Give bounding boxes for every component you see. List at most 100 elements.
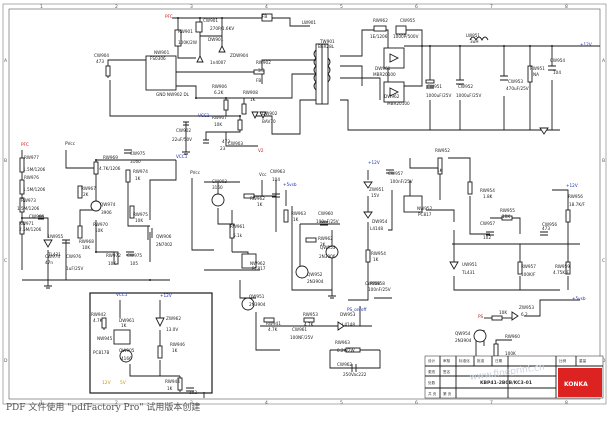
component-label: RW975 bbox=[133, 212, 148, 217]
border-column-number: 2 bbox=[115, 400, 118, 406]
component-label: CW953 bbox=[508, 79, 523, 84]
component-label: RW941 bbox=[266, 321, 281, 326]
component-label: 4.7K bbox=[268, 327, 278, 332]
component-label: DW961 bbox=[119, 318, 135, 323]
title-block-cell: 处数 bbox=[428, 380, 436, 385]
title-block-cell: 审核 bbox=[443, 358, 451, 363]
component-label: RW901 bbox=[178, 29, 193, 34]
component-label: VCC1 bbox=[116, 292, 128, 297]
title-block-cell: 更改 bbox=[428, 369, 436, 374]
component-label: NW901 bbox=[154, 50, 170, 55]
component-label: FB bbox=[256, 78, 261, 83]
component-label: 2N7002 bbox=[156, 242, 173, 247]
component-label: CW975 bbox=[127, 253, 142, 258]
component-label: CW966 bbox=[29, 214, 44, 219]
component-label: RW969 bbox=[103, 155, 118, 160]
component-label: RW963 bbox=[335, 340, 350, 345]
border-column-number: 8 bbox=[565, 4, 568, 10]
component-label: 470uF/25V bbox=[506, 86, 529, 91]
component-label: RW951 bbox=[530, 66, 545, 71]
component-label: RW962 bbox=[250, 196, 265, 201]
component-label: 4.7K bbox=[93, 318, 103, 323]
component-label: CW904 bbox=[94, 53, 109, 58]
component-label: PVcc bbox=[190, 170, 201, 175]
title-block-cell: 比例 bbox=[559, 358, 567, 363]
component-label: FS0306 bbox=[150, 56, 166, 61]
component-label: 23 bbox=[220, 146, 226, 151]
component-label: GND NW902 DL bbox=[156, 92, 190, 97]
component-label: DW961 bbox=[375, 66, 391, 71]
component-label: TL431 bbox=[461, 270, 475, 275]
component-label: BAV70 bbox=[262, 119, 276, 124]
component-label: 1.5M/1206 bbox=[23, 167, 46, 172]
component-label: RW957 bbox=[521, 264, 536, 269]
component-label: 4.7K/1206 bbox=[99, 166, 121, 171]
component-label: DW901 bbox=[208, 37, 224, 42]
bead-fb bbox=[253, 69, 265, 75]
component-label: 250Vac222 bbox=[343, 372, 367, 377]
component-label: 10K bbox=[108, 261, 116, 266]
component-label: QW974 bbox=[100, 202, 116, 207]
component-label: RW907 bbox=[212, 115, 227, 120]
component-label: RW902 bbox=[256, 60, 271, 65]
component-label: 104 bbox=[272, 177, 280, 182]
component-label: NW962 bbox=[250, 261, 266, 266]
component-label: 1.5M/1206 bbox=[17, 206, 40, 211]
component-label: CW961 bbox=[292, 327, 307, 332]
component-label: VCC1 bbox=[198, 113, 210, 118]
component-label: RW967 bbox=[81, 186, 96, 191]
company-logo: KONKA bbox=[564, 381, 588, 388]
x-cap-area bbox=[329, 347, 381, 372]
component-label: ZW962 bbox=[166, 316, 181, 321]
component-label: RW908 bbox=[243, 90, 258, 95]
component-label: PS_on/off bbox=[347, 307, 366, 312]
component-label: 100K bbox=[505, 351, 516, 356]
fuse-fb bbox=[261, 13, 273, 22]
border-row-letter: D bbox=[4, 358, 8, 364]
component-label: DW954 bbox=[372, 219, 388, 224]
component-label: 473 bbox=[96, 59, 104, 64]
component-label: RW976 bbox=[24, 175, 39, 180]
component-label: QW954 bbox=[455, 331, 471, 336]
component-label: 1E/1206 bbox=[370, 34, 388, 39]
component-label: QW906 bbox=[156, 234, 172, 239]
border-column-number: 4 bbox=[265, 4, 268, 10]
aux-parts bbox=[101, 317, 194, 392]
component-label: RW972 bbox=[106, 253, 121, 258]
component-label: 22uF/50V bbox=[172, 137, 192, 142]
component-label: 3160 bbox=[212, 185, 223, 190]
component-label: CW903 bbox=[212, 179, 227, 184]
component-label: 473 bbox=[542, 226, 550, 231]
component-label: L4148 bbox=[342, 322, 355, 327]
optocoupler-nw962 bbox=[241, 253, 257, 269]
component-label: +12V bbox=[160, 293, 172, 298]
component-label: 3160 bbox=[130, 159, 141, 164]
component-label: 2.5M/1206 bbox=[19, 227, 42, 232]
component-label: 6.2K bbox=[214, 90, 224, 95]
component-label: 10K bbox=[135, 218, 143, 223]
component-label: CW957 bbox=[388, 171, 403, 176]
component-label: 10K bbox=[214, 122, 222, 127]
vcc-switch-wiring bbox=[191, 178, 372, 351]
component-label: 2N3906 bbox=[319, 254, 336, 259]
title-block-cell: 批准 bbox=[477, 358, 485, 363]
component-label: DW953 bbox=[340, 312, 356, 317]
component-label: +5vsb bbox=[572, 296, 586, 301]
component-label: 5V bbox=[120, 380, 126, 386]
component-label: +12V bbox=[566, 183, 578, 188]
component-label: RW968 bbox=[79, 239, 94, 244]
border-column-number: 7 bbox=[490, 4, 493, 10]
component-label: 10K bbox=[95, 228, 103, 233]
component-label: QW905 bbox=[119, 348, 135, 353]
pfc-sense-dots bbox=[21, 159, 151, 281]
controller-ic bbox=[145, 55, 177, 91]
component-label: RW974 bbox=[133, 169, 148, 174]
component-label: TL431 bbox=[47, 252, 61, 257]
component-label: LW951 bbox=[466, 33, 480, 38]
component-label: 5.1k bbox=[233, 233, 243, 238]
component-label: RW960 bbox=[505, 334, 520, 339]
component-label: MBR20100 bbox=[373, 72, 396, 77]
component-label: +12V bbox=[580, 42, 592, 47]
component-label: 10K bbox=[499, 310, 507, 315]
